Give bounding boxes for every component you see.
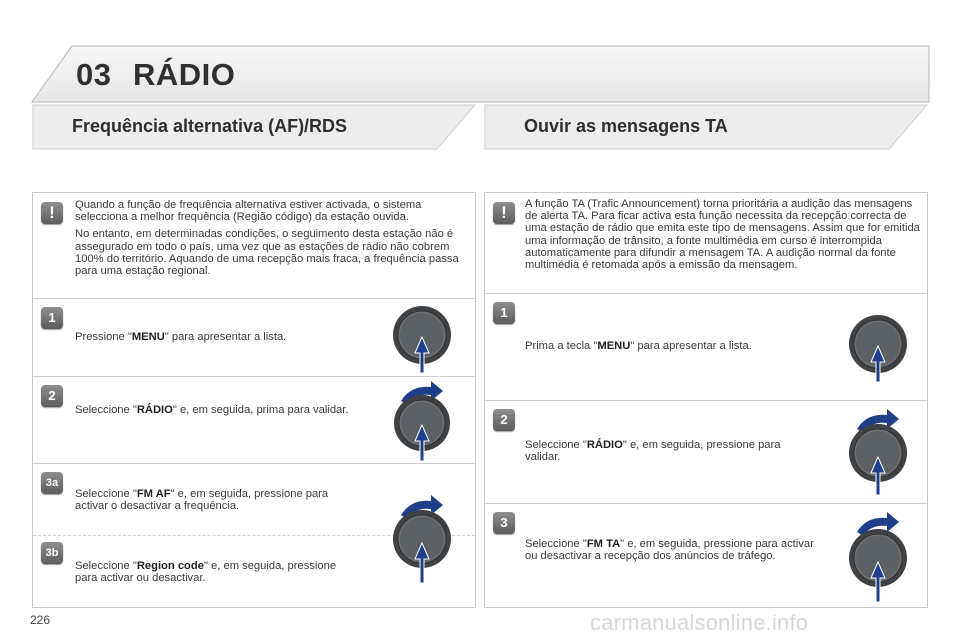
warning-icon: ! — [493, 202, 515, 224]
chapter-header-bar — [30, 45, 930, 103]
right-section-header — [484, 104, 928, 150]
warning-icon: ! — [41, 202, 63, 224]
page-number: 226 — [30, 613, 51, 627]
step-badge: 2 — [41, 385, 63, 407]
watermark: carmanualsonline.info — [590, 610, 809, 635]
left-section-header — [32, 104, 476, 150]
step-badge: 2 — [493, 409, 515, 431]
step-badge: 3 — [493, 512, 515, 534]
left-content-box: ! Quando a função de frequência alternat… — [32, 192, 476, 608]
rotary-knob-turn-press-icon — [393, 495, 451, 584]
chapter-title: RÁDIO — [133, 57, 236, 92]
right-section-title: Ouvir as mensagens TA — [524, 116, 728, 136]
left-section-title: Frequência alternativa (AF)/RDS — [72, 116, 348, 136]
step-text: Seleccione "FM AF" e, em seguida, pressi… — [75, 488, 329, 513]
left-step-3b: 3b Seleccione "Region code" e, em seguid… — [33, 536, 475, 608]
right-step-3: 3 Seleccione "FM TA" e, em seguida, pres… — [485, 504, 927, 608]
rotary-knob-turn-press-icon — [849, 409, 907, 496]
rotary-knob-turn-press-icon — [394, 381, 450, 462]
right-warning-text: A função TA (Trafic Announcement) torna … — [525, 198, 921, 276]
step-text: Seleccione "RÁDIO" e, em seguida, prima … — [75, 404, 349, 416]
step-text: Seleccione "Region code" e, em seguida, … — [75, 560, 337, 585]
step-text: Seleccione "RÁDIO" e, em seguida, pressi… — [525, 439, 781, 464]
step-text: Prima a tecla "MENU" para apresentar a l… — [525, 340, 752, 352]
chapter-number: 03 — [76, 57, 112, 92]
step-text: Pressione "MENU" para apresentar a lista… — [75, 331, 287, 343]
right-content-box: ! A função TA (Trafic Announcement) torn… — [484, 192, 928, 608]
rotary-knob-press-icon — [393, 306, 451, 374]
step-badge: 1 — [41, 307, 63, 329]
right-step-2: 2 Seleccione "RÁDIO" e, em seguida, pres… — [485, 401, 927, 504]
step-badge: 3a — [41, 472, 63, 494]
left-warning-row: ! Quando a função de frequência alternat… — [33, 193, 475, 299]
left-warning-text: Quando a função de frequência alternativ… — [75, 199, 467, 282]
step-badge: 1 — [493, 302, 515, 324]
step-text: Seleccione "FM TA" e, em seguida, pressi… — [525, 538, 814, 563]
rotary-knob-turn-press-icon — [849, 512, 907, 603]
left-step-1: 1 Pressione "MENU" para apresentar a lis… — [33, 299, 475, 377]
right-step-1: 1 Prima a tecla "MENU" para apresentar a… — [485, 294, 927, 401]
left-step-2: 2 Seleccione "RÁDIO" e, em seguida, prim… — [33, 377, 475, 464]
rotary-knob-press-icon — [849, 315, 907, 383]
left-warning-paragraph-2: No entanto, em determinadas condições, o… — [75, 228, 459, 278]
left-step-3a: 3a Seleccione "FM AF" e, em seguida, pre… — [33, 464, 475, 536]
right-warning-paragraph-1: A função TA (Trafic Announcement) torna … — [525, 198, 920, 272]
left-warning-paragraph-1: Quando a função de frequência alternativ… — [75, 199, 422, 224]
right-warning-row: ! A função TA (Trafic Announcement) torn… — [485, 193, 927, 294]
step-badge: 3b — [41, 542, 63, 564]
